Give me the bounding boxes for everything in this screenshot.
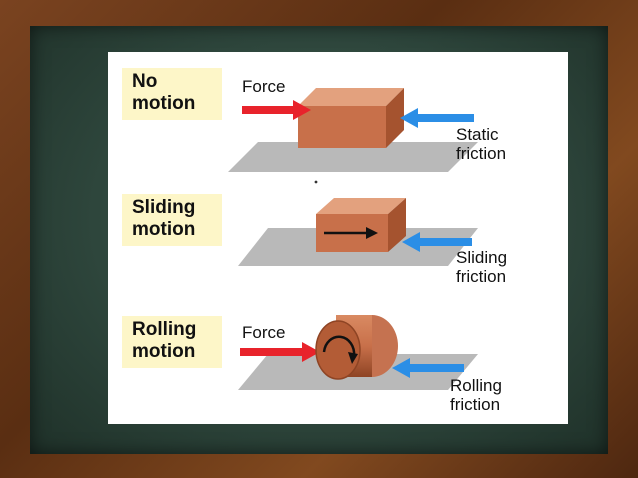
row-label-sliding-motion: Sliding motion [122,194,222,246]
force-arrow [240,342,320,362]
friction-diagram: Force Static friction Sliding friction F… [228,77,507,414]
force-label: Force [242,323,285,342]
friction-label-line1: Sliding [456,248,507,267]
force-arrow [242,100,311,120]
box-top [316,198,406,214]
row-label-line2: motion [132,219,196,240]
box-side [386,88,404,148]
friction-label-line1: Static [456,125,499,144]
sliding-friction-arrow [402,232,472,252]
friction-label-line2: friction [450,395,500,414]
force-label: Force [242,77,285,96]
diagram-panel: No motion Sliding motion Rolling motion … [108,52,568,424]
row-label-line2: motion [132,93,196,114]
friction-label-line2: friction [456,267,506,286]
box-front [298,106,386,148]
static-friction-arrow [400,108,474,128]
rotation-arrow [322,335,356,357]
row-label-rolling-motion: Rolling motion [122,316,222,368]
friction-label-line1: Rolling [450,376,502,395]
cylinder-front-end [315,320,361,380]
row-label-line2: motion [132,341,196,362]
row-label-no-motion: No motion [122,68,222,120]
box-side [388,198,406,252]
friction-label-line2: friction [456,144,506,163]
stray-dot [314,180,318,184]
surface-plane [228,142,478,172]
row-label-line1: Sliding [132,197,196,218]
row-label-line1: No [132,71,158,92]
row-label-line1: Rolling [132,319,197,340]
rotation-arrow-head [348,352,358,364]
rolling-friction-arrow [392,358,464,378]
box-top [298,88,404,106]
motion-arrow-head [366,227,378,239]
